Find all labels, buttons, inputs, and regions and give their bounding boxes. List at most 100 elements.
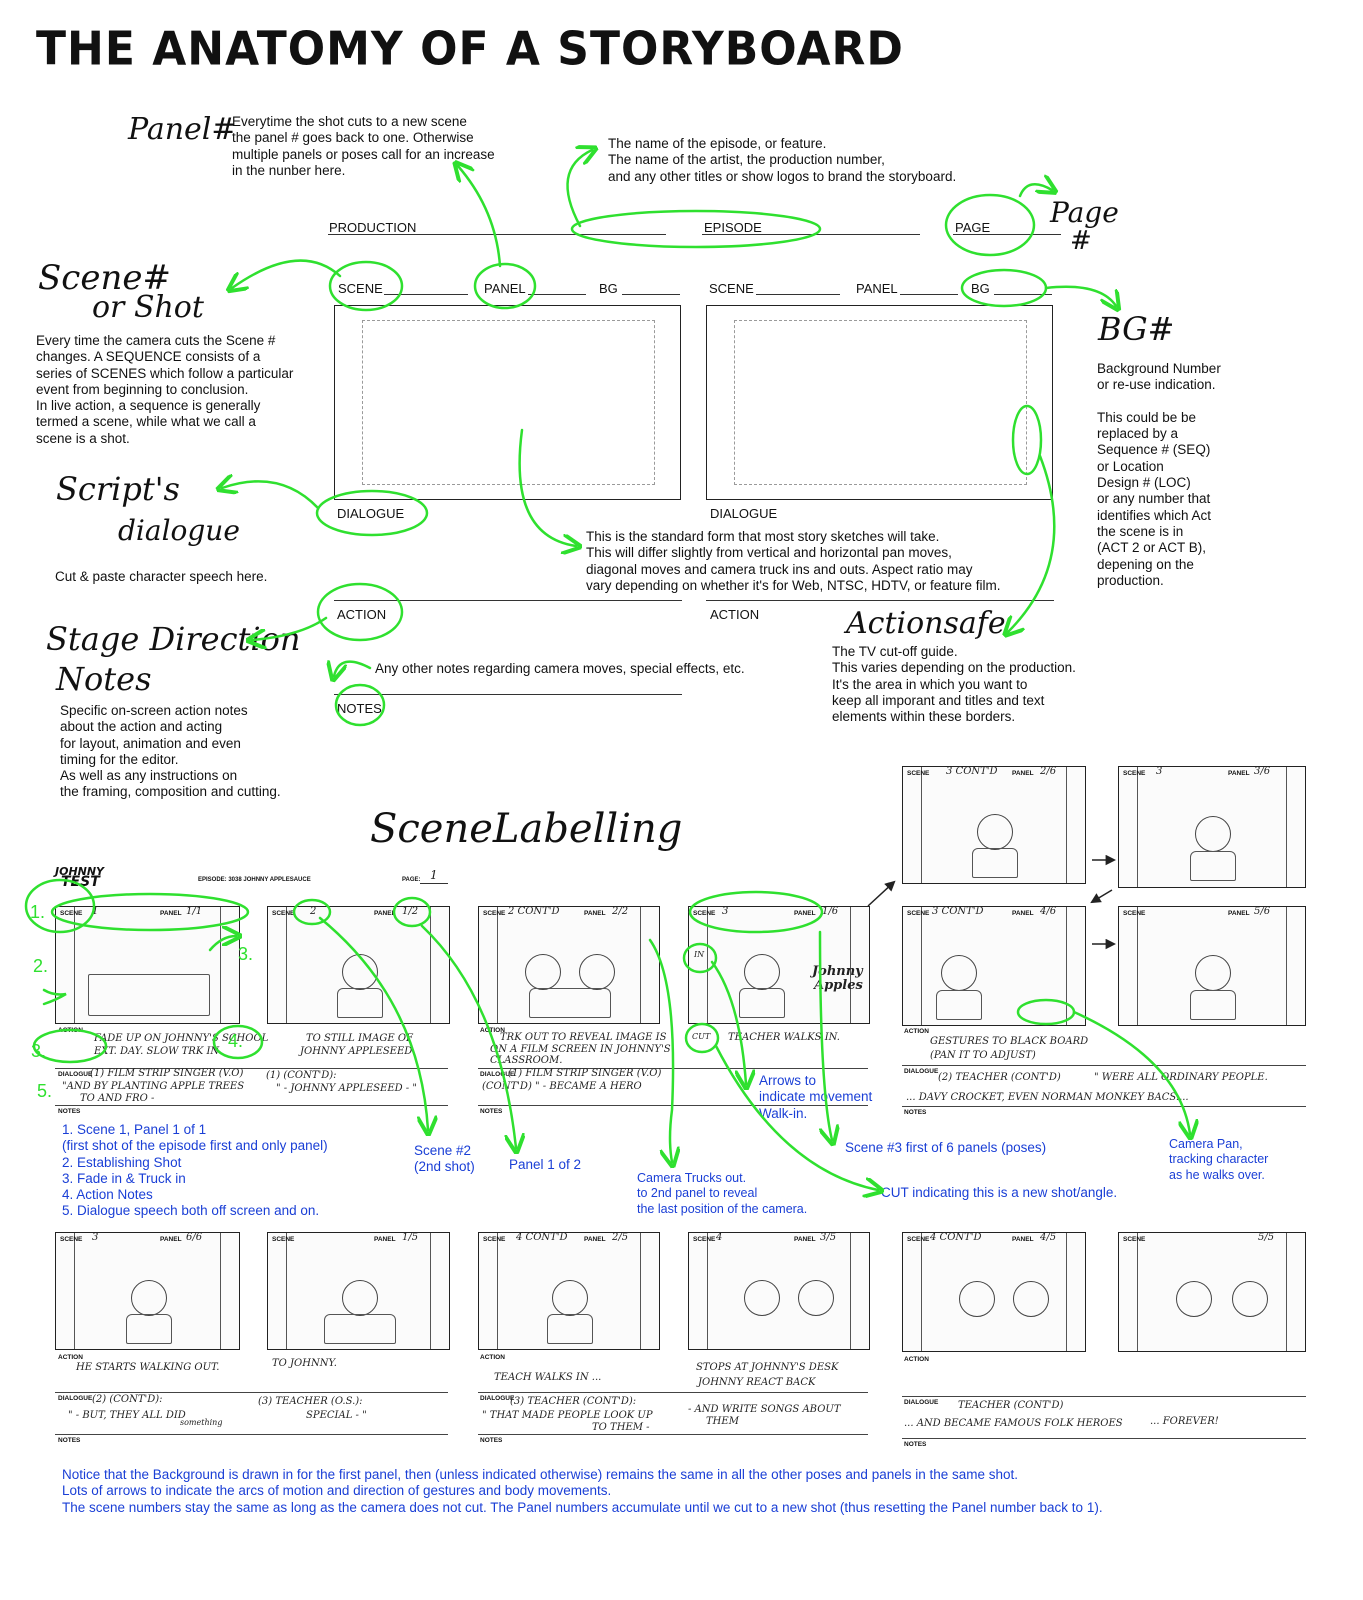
sample-panel-5 xyxy=(902,766,1086,884)
sample-panel-4-scene: 3 xyxy=(722,906,729,917)
page-line xyxy=(953,234,1061,235)
panel-line-2 xyxy=(900,294,958,295)
strip1-action-1: FADE UP ON JOHNNY'S SCHOOL xyxy=(94,1033,269,1044)
circle-action-notes xyxy=(212,1024,264,1060)
sample-panel-8-panel: 5/6 xyxy=(1254,906,1271,917)
strip1-notes-line xyxy=(55,1105,448,1106)
action-safe-guide-1 xyxy=(362,320,655,485)
strip6-dialogue-line xyxy=(902,1396,1306,1397)
arrow-scene xyxy=(232,259,342,288)
notes-description: Any other notes regarding camera moves, … xyxy=(375,661,745,676)
marker-1: 1. xyxy=(30,902,46,922)
circle-bg xyxy=(960,268,1048,308)
sample-page-label: PAGE: xyxy=(402,877,421,883)
arrow-dialogue xyxy=(222,481,320,510)
arrow-pan xyxy=(1072,1010,1190,1134)
strip5-dialogue-3: TO THEM - xyxy=(592,1422,650,1433)
arrow-trucks xyxy=(648,938,673,1162)
form-panel-label-1: PANEL xyxy=(484,281,526,296)
strip4-action-1: HE STARTS WALKING OUT. xyxy=(76,1362,220,1373)
strip4-dialogue-label: DIALOGUE xyxy=(58,1395,93,1402)
strip4-notes-line xyxy=(55,1434,448,1435)
annotation-trucks: Camera Trucks out. to 2nd panel to revea… xyxy=(637,1171,808,1216)
sample-panel-3-scene: 2 CONT'D xyxy=(508,906,560,917)
template-frame-2 xyxy=(706,305,1053,500)
sample-panel-14 xyxy=(1118,1232,1306,1352)
sample-panel-14-scene-label: SCENE xyxy=(1123,1236,1146,1243)
strip1-notes-label: NOTES xyxy=(58,1108,81,1115)
handwritten-panel-label: Panel# xyxy=(128,112,237,147)
standard-form-description: This is the standard form that most stor… xyxy=(586,529,1001,593)
circle-marker-1 xyxy=(24,878,96,934)
form-scene-label-2: SCENE xyxy=(709,281,754,296)
strip5-dialogue-4: - AND WRITE SONGS ABOUT xyxy=(688,1404,841,1415)
strip3-action-3: (PAN IT TO ADJUST) xyxy=(930,1050,1036,1061)
handwritten-actionsafe-label: Actionsafe xyxy=(846,606,1006,641)
handwritten-scene-label: Scene# xyxy=(38,258,171,298)
johnny-test-logo: JOHNNY TEST xyxy=(55,865,105,890)
sample-panel-2-panel: 1/2 xyxy=(402,906,419,917)
sample-panel-11-scene: 4 CONT'D xyxy=(516,1232,568,1243)
sample-panel-8-scene-label: SCENE xyxy=(1123,910,1146,917)
sample-panel-4-panel-label: PANEL xyxy=(794,910,816,917)
sample-panel-2-scene: 2 xyxy=(310,906,317,917)
circle-panel xyxy=(473,262,537,310)
scene-line-1 xyxy=(384,294,468,295)
strip2-dialogue-1: (1) FILM STRIP SINGER (V.O) xyxy=(508,1068,662,1079)
dialogue-line-2 xyxy=(706,600,1054,601)
strip3-action-label: ACTION xyxy=(904,1028,929,1035)
sample-panel-5-panel-label: PANEL xyxy=(1012,770,1034,777)
strip3-dialogue-3: ... DAVY CROCKET, EVEN NORMAN MONKEY BAC… xyxy=(906,1092,1189,1103)
handwritten-notes-label: Notes xyxy=(56,660,152,698)
sample-panel-6-scene-label: SCENE xyxy=(1123,770,1146,777)
sample-page-line xyxy=(420,883,448,884)
scene-description: Every time the camera cuts the Scene # c… xyxy=(36,333,294,446)
sample-panel-10-panel-label: PANEL xyxy=(374,1236,396,1243)
form-panel-label-2: PANEL xyxy=(856,281,898,296)
strip6-dialogue-1: TEACHER (CONT'D) xyxy=(958,1400,1064,1411)
strip2-action-2: ON A FILM SCREEN IN JOHNNY'S xyxy=(490,1044,671,1055)
strip2-dialogue-label: DIALOGUE xyxy=(480,1071,515,1078)
strip3-action-2: GESTURES TO BLACK BOARD xyxy=(930,1036,1089,1047)
strip4-dialogue-line xyxy=(55,1392,448,1393)
arrow-page xyxy=(1018,184,1052,198)
strip6-notes-label: NOTES xyxy=(904,1441,927,1448)
strip6-dialogue-label: DIALOGUE xyxy=(904,1399,939,1406)
strip4-dialogue-1: (2) (CONT'D): xyxy=(92,1394,163,1405)
sample-panel-1-panel-label: PANEL xyxy=(160,910,182,917)
sample-panel-7-scene-label: SCENE xyxy=(907,910,930,917)
arrow-walkin xyxy=(710,960,746,1084)
strip3-notes-label: NOTES xyxy=(904,1109,927,1116)
arrow-action xyxy=(252,616,328,640)
handwritten-shot-label: or Shot xyxy=(92,290,204,325)
sample-panel-9-scene-label: SCENE xyxy=(60,1236,83,1243)
strip4-dialogue-3: (3) TEACHER (O.S.): xyxy=(258,1396,363,1407)
bg-line-2 xyxy=(994,294,1052,295)
strip2-in-mark: IN xyxy=(694,950,705,959)
strip1-action-2: EXT. DAY. SLOW TRK IN. xyxy=(94,1046,222,1057)
strip1-dialogue-4: (1) (CONT'D): xyxy=(266,1070,337,1081)
circle-episode xyxy=(570,209,822,249)
panel-line-1 xyxy=(528,294,586,295)
strip3-dialogue-line xyxy=(902,1065,1306,1066)
production-line xyxy=(328,234,666,235)
circle-scene xyxy=(328,260,404,312)
strip5-action-1: TEACH WALKS IN ... xyxy=(494,1372,602,1383)
sample-panel-10-scene-label: SCENE xyxy=(272,1236,295,1243)
strip3-dialogue-label: DIALOGUE xyxy=(904,1068,939,1075)
form-dialogue-label-2: DIALOGUE xyxy=(710,506,778,521)
handwritten-page-hash: # xyxy=(1070,226,1092,256)
panel-description: Everytime the shot cuts to a new scene t… xyxy=(232,114,495,178)
bg-line-1 xyxy=(622,294,680,295)
strip5-notes-label: NOTES xyxy=(480,1437,503,1444)
sample-panel-1-panel: 1/1 xyxy=(186,906,203,917)
form-notes-label: NOTES xyxy=(337,701,382,716)
handwritten-dialogue-label: dialogue xyxy=(118,514,240,547)
sample-panel-3-panel: 2/2 xyxy=(612,906,629,917)
strip5-dialogue-line xyxy=(478,1392,868,1393)
strip1-dialogue-3: TO AND FRO - xyxy=(80,1093,155,1104)
action-safe-guide-2 xyxy=(734,320,1027,485)
strip5-action-label: ACTION xyxy=(480,1354,505,1361)
form-page-label: PAGE xyxy=(955,220,991,235)
arrow-fade-in xyxy=(42,988,67,1006)
